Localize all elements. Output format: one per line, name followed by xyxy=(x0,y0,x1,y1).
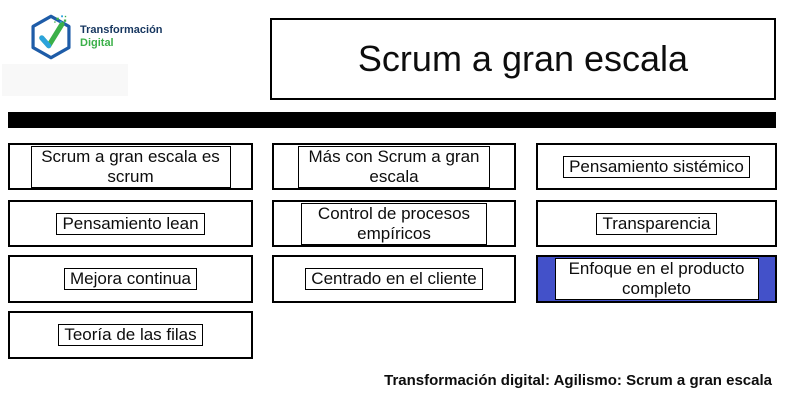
box-pensamiento-lean[interactable]: Pensamiento lean xyxy=(8,200,253,247)
box-mejora-continua[interactable]: Mejora continua xyxy=(8,255,253,303)
box-label: Teoría de las filas xyxy=(58,324,203,346)
box-label: Control de procesos empíricos xyxy=(301,202,487,245)
box-centrado-en-el-cliente[interactable]: Centrado en el cliente xyxy=(272,255,516,303)
box-transparencia[interactable]: Transparencia xyxy=(536,200,777,247)
box-label: Pensamiento lean xyxy=(56,212,205,235)
box-control-de-procesos-empiricos[interactable]: Control de procesos empíricos xyxy=(272,200,516,247)
box-label: Enfoque en el producto completo xyxy=(554,258,759,300)
box-enfoque-en-el-producto-completo[interactable]: Enfoque en el producto completo xyxy=(536,255,777,303)
box-label: Pensamiento sistémico xyxy=(563,155,750,178)
divider-bar xyxy=(8,112,776,128)
title-box[interactable]: Scrum a gran escala xyxy=(270,18,776,100)
box-mas-con-scrum-a-gran-escala[interactable]: Más con Scrum a gran escala xyxy=(272,143,516,190)
logo-line2: Digital xyxy=(80,37,114,49)
box-teoria-de-las-filas[interactable]: Teoría de las filas xyxy=(8,311,253,359)
footer-breadcrumb: Transformación digital: Agilismo: Scrum … xyxy=(384,372,772,389)
hexagon-check-icon xyxy=(31,14,71,60)
box-scrum-a-gran-escala-es-scrum[interactable]: Scrum a gran escala es scrum xyxy=(8,143,253,190)
logo-wordmark: Transformación Digital xyxy=(80,24,163,50)
transformacion-digital-logo: Transformación Digital xyxy=(28,12,163,62)
box-label: Transparencia xyxy=(596,212,717,235)
box-pensamiento-sistemico[interactable]: Pensamiento sistémico xyxy=(536,143,777,190)
logo-background-artifact xyxy=(2,64,128,96)
box-label: Mejora continua xyxy=(64,268,197,290)
box-label: Scrum a gran escala es scrum xyxy=(30,145,231,188)
logo-line1: Transformación xyxy=(80,24,163,36)
box-label: Centrado en el cliente xyxy=(305,268,483,290)
page-title: Scrum a gran escala xyxy=(357,38,689,79)
box-label: Más con Scrum a gran escala xyxy=(298,145,490,188)
